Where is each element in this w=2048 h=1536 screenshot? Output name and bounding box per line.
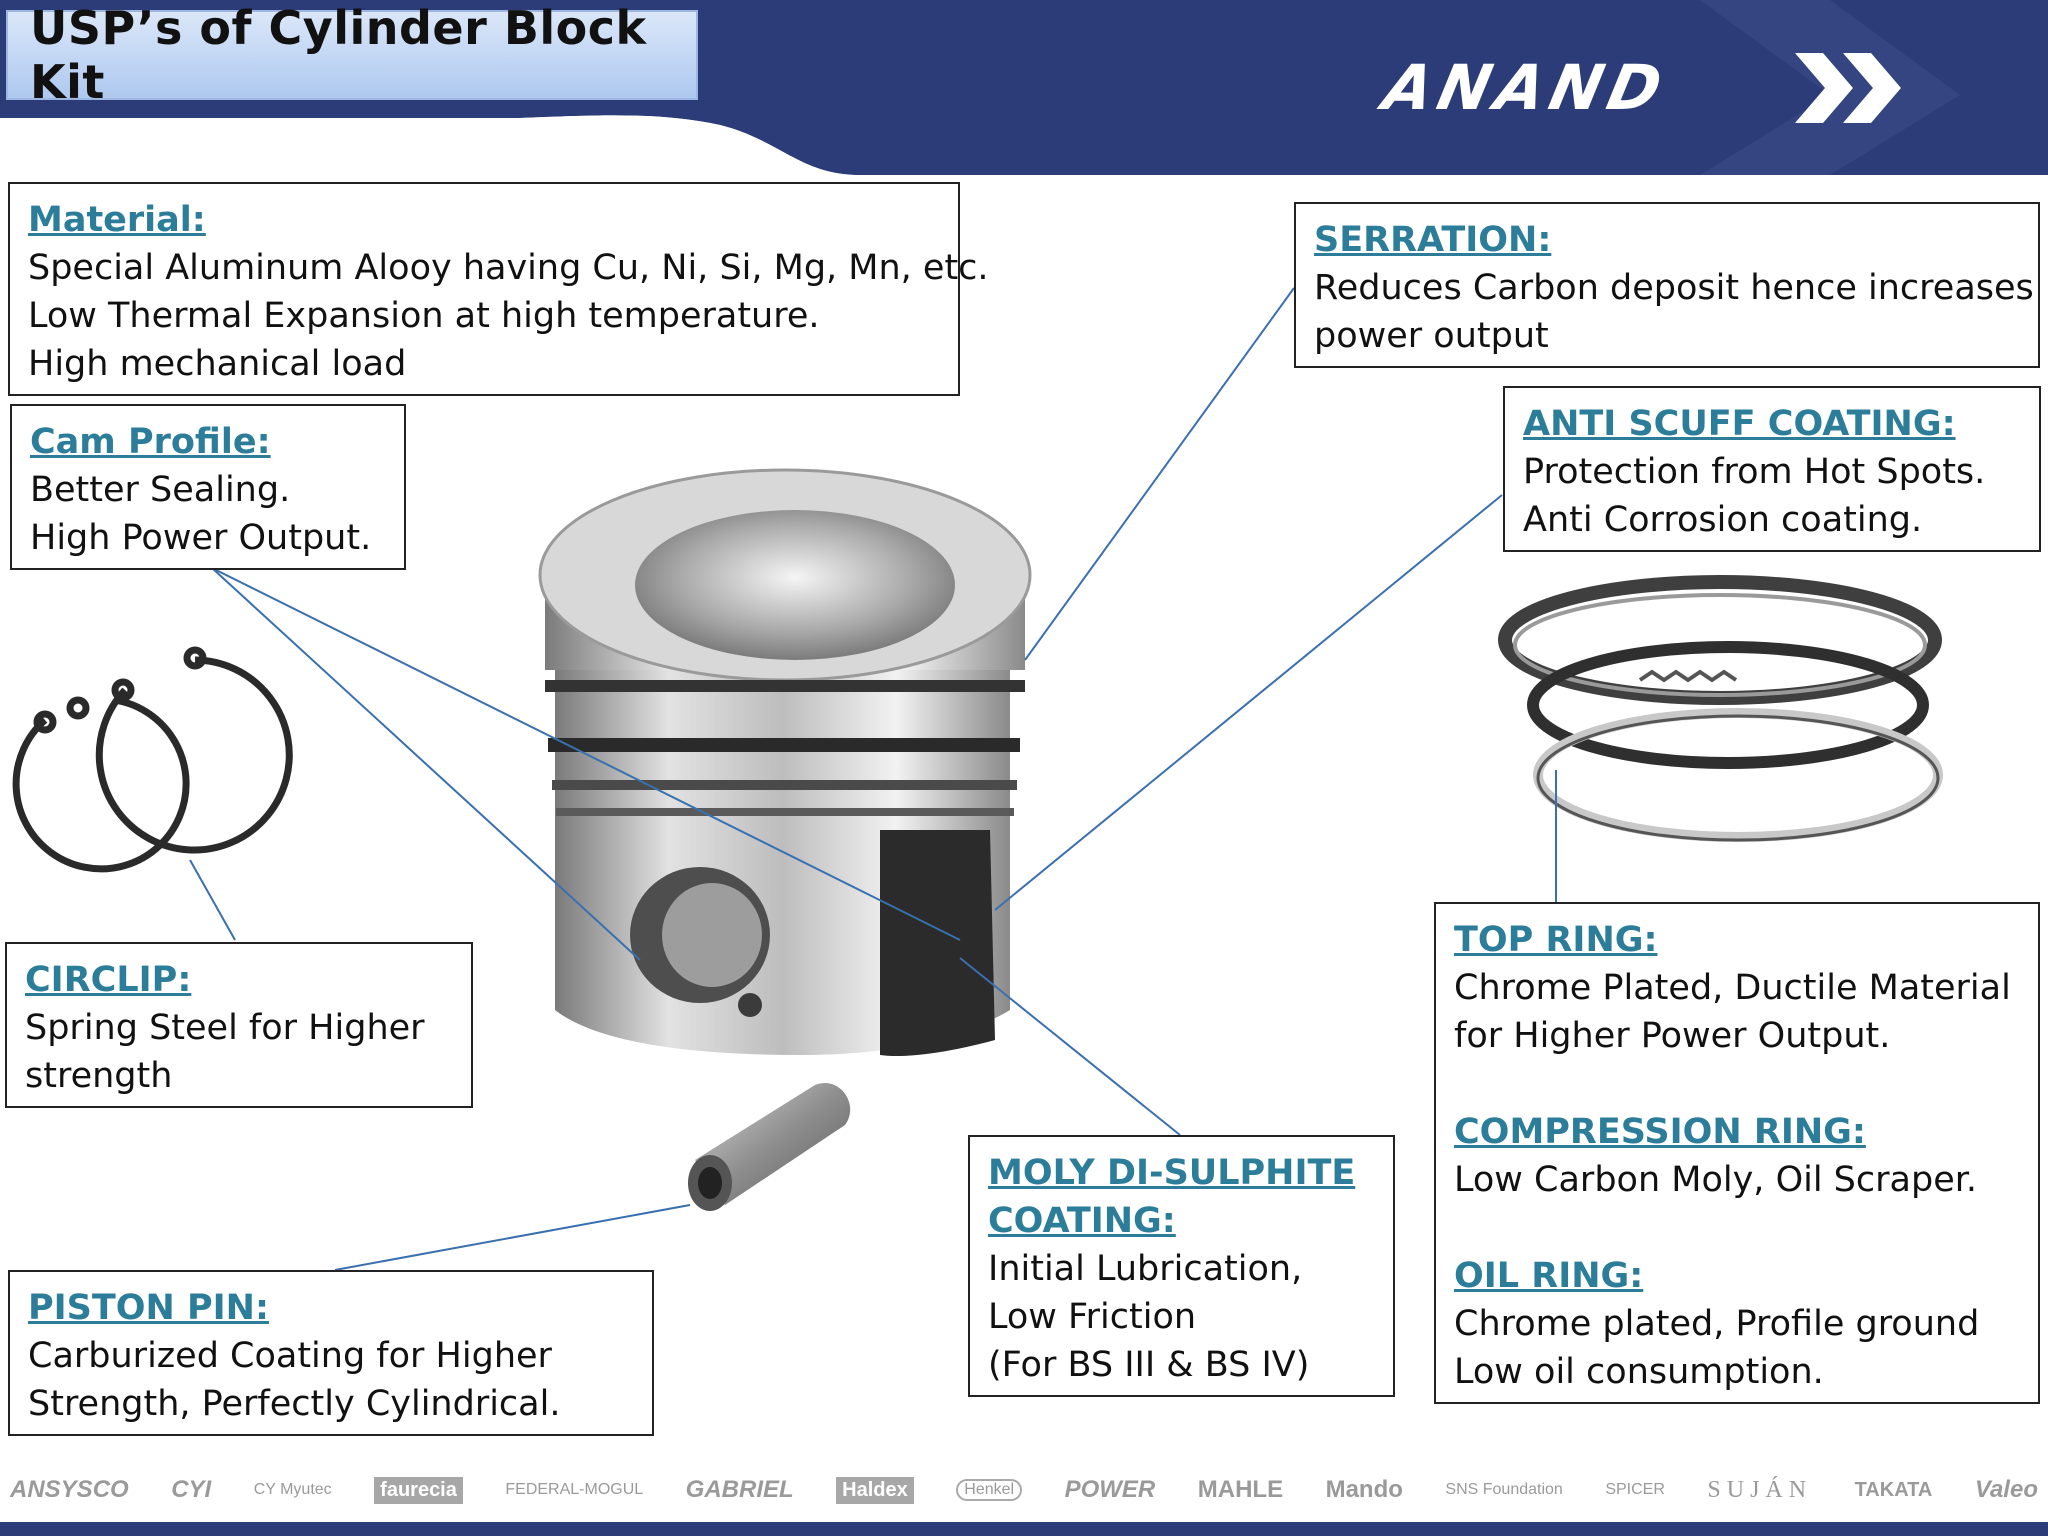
brand-logo: GABRIEL bbox=[685, 1476, 794, 1503]
serration-heading: SERRATION: bbox=[1314, 220, 1552, 260]
anti-scuff-callout: ANTI SCUFF COATING: Protection from Hot … bbox=[1503, 386, 2041, 552]
material-line: Low Thermal Expansion at high temperatur… bbox=[28, 296, 820, 336]
brand-logo: SPICER bbox=[1605, 1481, 1665, 1498]
brand-logo: SUJÁN bbox=[1707, 1476, 1813, 1503]
brand-logo: Henkel bbox=[956, 1479, 1023, 1501]
anti-scuff-heading: ANTI SCUFF COATING: bbox=[1523, 404, 1956, 444]
brand-logo: SNS Foundation bbox=[1445, 1481, 1563, 1498]
piston-pin-line: Strength, Perfectly Cylindrical. bbox=[28, 1384, 561, 1424]
material-line: Special Aluminum Alooy having Cu, Ni, Si… bbox=[28, 248, 989, 288]
serration-callout: SERRATION: Reduces Carbon deposit hence … bbox=[1294, 202, 2040, 368]
circlip-heading: CIRCLIP: bbox=[25, 960, 192, 1000]
oil-ring-line: Low oil consumption. bbox=[1454, 1352, 1824, 1392]
brand-logo: Valeo bbox=[1974, 1476, 2038, 1503]
brand-logo: Mando bbox=[1325, 1476, 1403, 1503]
brand-logo: ANSYSCO bbox=[10, 1476, 129, 1503]
circlip-line: Spring Steel for Higher bbox=[25, 1008, 425, 1048]
circlip-line: strength bbox=[25, 1056, 173, 1096]
moly-heading: COATING: bbox=[988, 1201, 1176, 1241]
circlip-callout: CIRCLIP: Spring Steel for Higher strengt… bbox=[5, 942, 473, 1108]
top-ring-heading: TOP RING: bbox=[1454, 920, 1658, 960]
anti-scuff-line: Anti Corrosion coating. bbox=[1523, 500, 1923, 540]
material-line: High mechanical load bbox=[28, 344, 407, 384]
footer-band bbox=[0, 1522, 2048, 1536]
piston-rings-image bbox=[1498, 575, 1943, 842]
cam-profile-heading: Cam Profile: bbox=[30, 422, 271, 462]
compression-ring-heading: COMPRESSION RING: bbox=[1454, 1112, 1866, 1152]
cam-profile-line: High Power Output. bbox=[30, 518, 372, 558]
leader-lines bbox=[189, 287, 1557, 1271]
moly-line: Low Friction bbox=[988, 1297, 1197, 1337]
oil-ring-heading: OIL RING: bbox=[1454, 1256, 1644, 1296]
serration-line: power output bbox=[1314, 316, 1549, 356]
moly-line: (For BS III & BS IV) bbox=[988, 1345, 1310, 1385]
moly-line: Initial Lubrication, bbox=[988, 1249, 1303, 1289]
double-chevron-icon bbox=[1795, 53, 1901, 123]
client-logos-bar: ANSYSCO CYI CY Myutec faurecia FEDERAL-M… bbox=[0, 1462, 2048, 1518]
oil-ring-line: Chrome plated, Profile ground bbox=[1454, 1304, 1980, 1344]
brand-logo: faurecia bbox=[374, 1476, 463, 1504]
serration-line: Reduces Carbon deposit hence increases bbox=[1314, 268, 2034, 308]
piston-image bbox=[538, 468, 1032, 1057]
brand-logo: FEDERAL-MOGUL bbox=[505, 1481, 644, 1498]
brand-logo: Haldex bbox=[836, 1476, 914, 1504]
anand-logo: ANAND bbox=[1377, 45, 1925, 130]
circlip-image bbox=[12, 646, 293, 873]
piston-pin-image bbox=[688, 1083, 851, 1211]
brand-logo: CY Myutec bbox=[253, 1481, 332, 1498]
piston-pin-line: Carburized Coating for Higher bbox=[28, 1336, 552, 1376]
brand-logo: CYI bbox=[171, 1476, 212, 1503]
anti-scuff-line: Protection from Hot Spots. bbox=[1523, 452, 1986, 492]
cam-profile-line: Better Sealing. bbox=[30, 470, 291, 510]
rings-callout: TOP RING: Chrome Plated, Ductile Materia… bbox=[1434, 902, 2040, 1404]
material-heading: Material: bbox=[28, 200, 206, 240]
piston-pin-callout: PISTON PIN: Carburized Coating for Highe… bbox=[8, 1270, 654, 1436]
compression-ring-line: Low Carbon Moly, Oil Scraper. bbox=[1454, 1160, 1978, 1200]
brand-logo: TAKATA bbox=[1854, 1478, 1933, 1501]
moly-coating-callout: MOLY DI-SULPHITE COATING: Initial Lubric… bbox=[968, 1135, 1395, 1397]
material-callout: Material: Special Aluminum Alooy having … bbox=[8, 182, 989, 396]
brand-logo: MAHLE bbox=[1197, 1476, 1284, 1503]
moly-heading: MOLY DI-SULPHITE bbox=[988, 1153, 1356, 1193]
cam-profile-callout: Cam Profile: Better Sealing. High Power … bbox=[10, 404, 406, 570]
top-ring-line: Chrome Plated, Ductile Material bbox=[1454, 968, 2011, 1008]
top-ring-line: for Higher Power Output. bbox=[1454, 1016, 1891, 1056]
brand-logo: POWER bbox=[1064, 1476, 1156, 1503]
page-title: USP’s of Cylinder Block Kit bbox=[6, 1, 698, 109]
piston-pin-heading: PISTON PIN: bbox=[28, 1288, 269, 1328]
